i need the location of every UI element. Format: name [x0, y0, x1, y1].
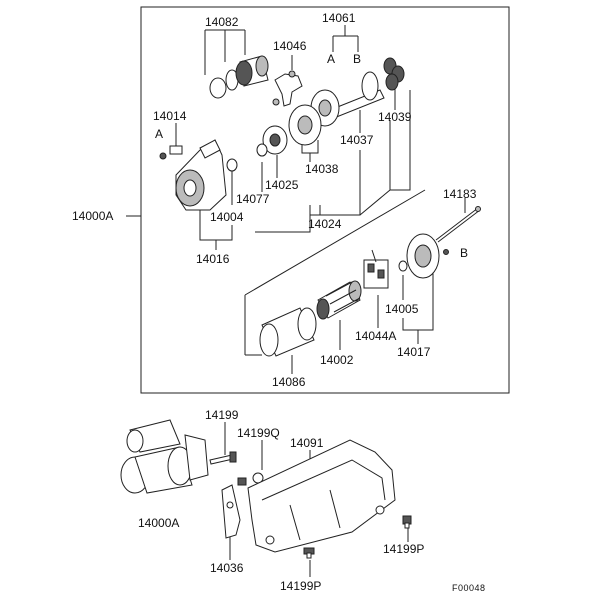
callout-14061: 14061	[322, 11, 356, 25]
callout-14004: 14004	[210, 210, 244, 224]
callout-14024: 14024	[308, 217, 342, 231]
figure-code: F00048	[452, 583, 486, 593]
front-housing-part	[159, 139, 238, 211]
planetary-shaft-part	[310, 57, 405, 127]
callout-14000a-top: 14000A	[72, 209, 113, 223]
assembly-frame	[140, 6, 510, 394]
callout-14037: 14037	[340, 133, 374, 147]
callout-14199p-right: 14199P	[383, 542, 424, 556]
callout-14082: 14082	[205, 15, 239, 29]
callout-14039: 14039	[378, 110, 412, 124]
brush-holder-part	[363, 249, 389, 289]
callout-14025: 14025	[265, 178, 299, 192]
heat-shield-bolts-part	[303, 515, 412, 559]
callout-14044a: 14044A	[355, 329, 396, 343]
callout-14046: 14046	[273, 39, 307, 53]
callout-14183-b: B	[460, 246, 468, 260]
starter-bracket-part	[221, 484, 241, 539]
callout-14000a-bottom: 14000A	[138, 516, 179, 530]
callout-14091: 14091	[290, 436, 324, 450]
armature-part	[316, 280, 362, 320]
overrunning-clutch-part	[256, 104, 322, 157]
mounting-bolts-part	[209, 451, 264, 486]
callout-14036: 14036	[210, 561, 244, 575]
through-bolt-part	[435, 206, 481, 243]
callout-14014-a: A	[155, 127, 163, 141]
callout-14017: 14017	[397, 345, 431, 359]
callout-14199q: 14199Q	[237, 426, 280, 440]
callout-14183: 14183	[443, 187, 477, 201]
callout-14199: 14199	[205, 408, 239, 422]
assembled-starter-part	[120, 419, 209, 494]
callout-14005: 14005	[385, 302, 419, 316]
callout-14002: 14002	[320, 353, 354, 367]
callout-14061-b: B	[353, 52, 361, 66]
yoke-part	[259, 307, 317, 357]
rear-bracket-part	[398, 233, 449, 279]
callout-14038: 14038	[305, 162, 339, 176]
solenoid-switch-part	[209, 55, 269, 99]
callout-14077: 14077	[236, 192, 270, 206]
callout-14199p-bottom: 14199P	[280, 579, 321, 593]
callout-14061-a: A	[327, 52, 335, 66]
callout-14014: 14014	[153, 109, 187, 123]
heat-shield-part	[247, 439, 396, 553]
callout-14086: 14086	[272, 375, 306, 389]
lever-part	[272, 70, 303, 107]
callout-14016: 14016	[196, 252, 230, 266]
leader-lines	[126, 25, 466, 577]
